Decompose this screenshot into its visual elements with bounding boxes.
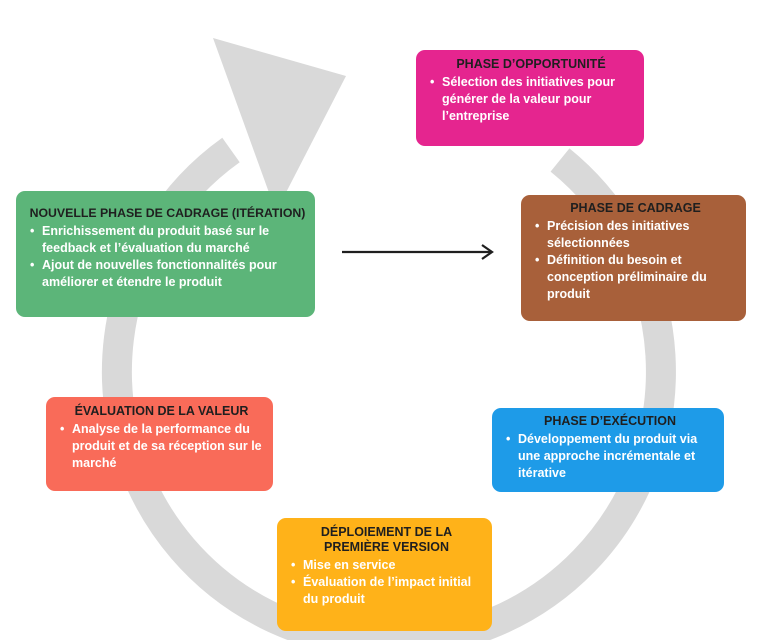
phase-title: PHASE D’EXÉCUTION <box>544 414 676 428</box>
phase-bullets: Enrichissement du produit basé sur le fe… <box>28 223 307 291</box>
phase-bullet: Sélection des initiatives pour générer d… <box>430 74 634 125</box>
phase-bullet: Mise en service <box>291 557 484 574</box>
phase-card-cadrage: PHASE DE CADRAGE Précision des initiativ… <box>521 195 746 321</box>
cycle-arrow-ring <box>101 137 676 640</box>
phase-bullet: Précision des initiatives sélectionnées <box>535 218 738 252</box>
phase-bullets: Mise en service Évaluation de l’impact i… <box>289 557 484 608</box>
phase-bullet: Ajout de nouvelles fonctionnalités pour … <box>30 257 307 291</box>
phase-card-nouvelle: NOUVELLE PHASE DE CADRAGE (ITÉRATION) En… <box>16 191 315 317</box>
phase-title: PHASE D’OPPORTUNITÉ <box>456 57 606 71</box>
cycle-arrow-head <box>213 38 346 212</box>
phase-bullet: Enrichissement du produit basé sur le fe… <box>30 223 307 257</box>
phase-title: PHASE DE CADRAGE <box>570 201 701 215</box>
phase-title: NOUVELLE PHASE DE CADRAGE (ITÉRATION) <box>29 206 306 220</box>
center-arrow-head <box>481 244 494 260</box>
phase-bullets: Sélection des initiatives pour générer d… <box>428 74 634 125</box>
phase-card-deploiement: DÉPLOIEMENT DE LA PREMIÈRE VERSION Mise … <box>277 518 492 631</box>
phase-card-opportunity: PHASE D’OPPORTUNITÉ Sélection des initia… <box>416 50 644 146</box>
phase-card-execution: PHASE D’EXÉCUTION Développement du produ… <box>492 408 724 492</box>
phase-bullets: Précision des initiatives sélectionnées … <box>533 218 738 303</box>
phase-title: ÉVALUATION DE LA VALEUR <box>74 404 249 418</box>
phase-bullet: Développement du produit via une approch… <box>506 431 716 482</box>
phase-bullet: Évaluation de l’impact initial du produi… <box>291 574 484 608</box>
phase-bullets: Développement du produit via une approch… <box>504 431 716 482</box>
phase-bullet: Analyse de la performance du produit et … <box>60 421 265 472</box>
phase-card-evaluation: ÉVALUATION DE LA VALEUR Analyse de la pe… <box>46 397 273 491</box>
phase-bullets: Analyse de la performance du produit et … <box>58 421 265 472</box>
phase-title: DÉPLOIEMENT DE LA PREMIÈRE VERSION <box>320 525 453 554</box>
phase-bullet: Définition du besoin et conception préli… <box>535 252 738 303</box>
